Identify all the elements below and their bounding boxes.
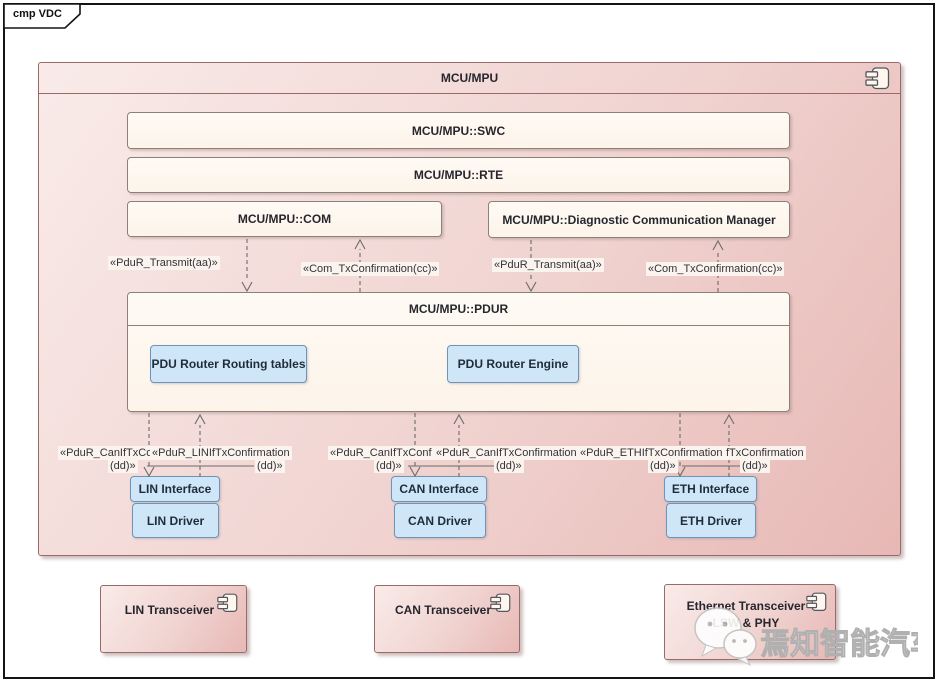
eth-interface-label: ETH Interface: [671, 482, 750, 496]
can-transceiver-label: CAN Transceiver: [394, 603, 492, 617]
diagram-tab: [3, 3, 81, 29]
lin-interface-label: LIN Interface: [138, 482, 212, 496]
component-can-transceiver[interactable]: CAN Transceiver: [374, 585, 520, 653]
can-driver-label: CAN Driver: [407, 513, 473, 528]
block-lin-driver[interactable]: LIN Driver: [132, 503, 219, 538]
pdur-title: MCU/MPU::PDUR: [408, 302, 509, 316]
label-dd-lin-1: (dd)»: [108, 459, 138, 473]
block-pdu-router-engine[interactable]: PDU Router Engine: [447, 345, 579, 383]
label-dd-can-1: (dd)»: [374, 459, 404, 473]
label-linif-txconfirmation: «PduR_LINIfTxConfirmation: [150, 446, 292, 460]
module-dcm-label: MCU/MPU::Diagnostic Communication Manage…: [502, 212, 776, 227]
watermark-text: 焉知智能汽车: [760, 627, 918, 661]
block-eth-driver[interactable]: ETH Driver: [666, 503, 756, 538]
pdur-header: MCU/MPU::PDUR: [128, 293, 789, 326]
label-com-txconfirmation-dcm: «Com_TxConfirmation(cc)»: [646, 262, 785, 276]
component-icon: [217, 593, 238, 612]
label-pdur-transmit-dcm: «PduR_Transmit(aa)»: [492, 258, 604, 272]
module-com-label: MCU/MPU::COM: [237, 212, 332, 226]
component-lin-transceiver[interactable]: LIN Transceiver: [100, 585, 247, 653]
module-rte[interactable]: MCU/MPU::RTE: [127, 157, 790, 193]
block-can-interface[interactable]: CAN Interface: [391, 476, 487, 502]
routing-tables-label: PDU Router Routing tables: [151, 357, 306, 371]
label-canif-txco: «PduR_CanIfTxCo: [58, 446, 155, 460]
mcu-header: MCU/MPU: [39, 63, 900, 94]
module-swc-label: MCU/MPU::SWC: [411, 123, 506, 138]
component-icon: [806, 592, 827, 611]
label-pdur-transmit-com: «PduR_Transmit(aa)»: [108, 256, 220, 270]
label-dd-eth-2: (dd)»: [740, 459, 770, 473]
watermark: 焉知智能汽车: [694, 607, 918, 667]
module-swc[interactable]: MCU/MPU::SWC: [127, 112, 790, 149]
mcu-title: MCU/MPU: [440, 71, 499, 85]
label-ethif-txconfirmation-overlap: fTxConfirmation: [724, 446, 806, 460]
module-com[interactable]: MCU/MPU::COM: [127, 201, 442, 237]
block-pdu-router-routing-tables[interactable]: PDU Router Routing tables: [150, 345, 307, 383]
label-canif-txconfirmation: «PduR_CanIfTxConfirmation: [434, 446, 579, 460]
module-dcm[interactable]: MCU/MPU::Diagnostic Communication Manage…: [488, 201, 790, 238]
label-dd-eth-1: (dd)»: [648, 459, 678, 473]
router-engine-label: PDU Router Engine: [457, 357, 569, 371]
lin-driver-label: LIN Driver: [146, 513, 205, 528]
block-eth-interface[interactable]: ETH Interface: [664, 476, 757, 502]
lin-transceiver-label: LIN Transceiver: [124, 603, 215, 617]
label-canif-txconf: «PduR_CanIfTxConf: [328, 446, 434, 460]
block-can-driver[interactable]: CAN Driver: [394, 503, 486, 538]
can-interface-label: CAN Interface: [399, 482, 479, 496]
label-ethif-txconfirmation: «PduR_ETHIfTxConfirmation: [578, 446, 725, 460]
block-lin-interface[interactable]: LIN Interface: [130, 476, 220, 502]
label-dd-can-2: (dd)»: [494, 459, 524, 473]
module-rte-label: MCU/MPU::RTE: [413, 168, 504, 182]
wechat-icon: [694, 607, 757, 667]
label-dd-lin-2: (dd)»: [255, 459, 285, 473]
eth-driver-label: ETH Driver: [679, 513, 743, 528]
component-icon: [490, 593, 511, 612]
label-com-txconfirmation-com: «Com_TxConfirmation(cc)»: [301, 262, 440, 276]
diagram-tab-label: cmp VDC: [13, 8, 62, 20]
component-icon: [865, 67, 890, 90]
